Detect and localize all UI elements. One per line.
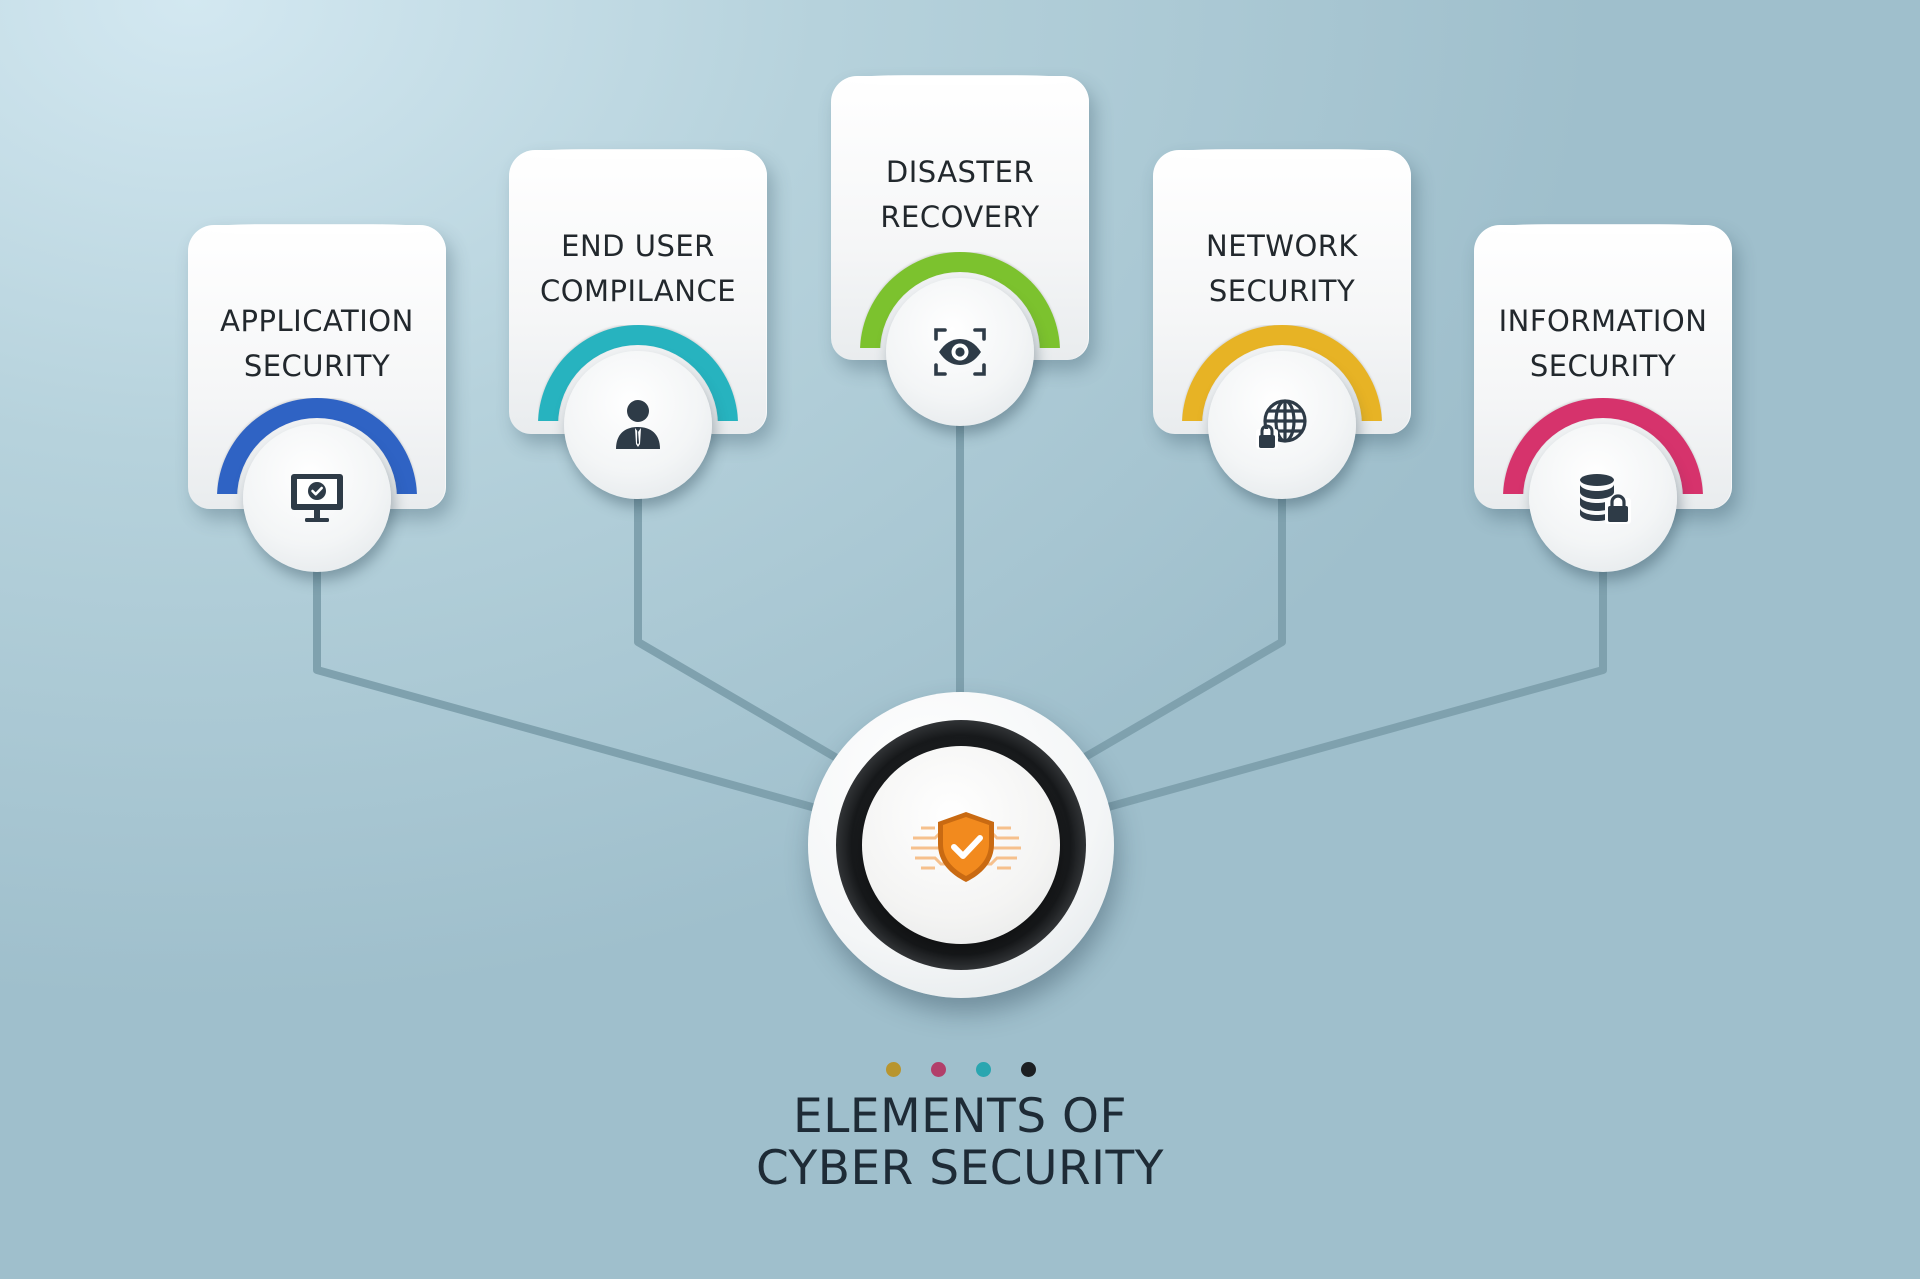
shield-body <box>943 817 989 876</box>
monitor-check-icon <box>291 474 343 522</box>
diagram-title-line-2: CYBER SECURITY <box>756 1141 1164 1196</box>
dot-teal <box>976 1062 991 1077</box>
dot-gold <box>886 1062 901 1077</box>
element-node-network-security <box>1182 325 1382 525</box>
globe-lock-icon <box>1256 399 1307 449</box>
label-line-2: SECURITY <box>243 349 391 383</box>
element-node-information-security <box>1503 398 1703 598</box>
element-label-disaster-recovery: DISASTER RECOVERY <box>831 150 1089 240</box>
label-line-1: END USER <box>561 229 715 263</box>
icon-circle <box>886 278 1034 426</box>
label-line-2: COMPILANCE <box>539 274 737 308</box>
element-node-application-security <box>217 398 417 598</box>
connector-group <box>313 418 1607 816</box>
connector-end-user-compilance <box>634 492 843 764</box>
icon-circle <box>1208 351 1356 499</box>
icon-circle <box>564 351 712 499</box>
element-label-application-security: APPLICATION SECURITY <box>188 299 446 389</box>
label-line-1: DISASTER <box>885 155 1035 189</box>
label-line-1: NETWORK <box>1206 229 1358 263</box>
database-lock-icon <box>1580 474 1631 524</box>
diagram-title-line-1: ELEMENTS OF <box>793 1089 1127 1144</box>
dot-magenta <box>931 1062 946 1077</box>
element-card-application-security: APPLICATION SECURITY <box>188 224 446 509</box>
hub-inner-circle <box>862 746 1060 944</box>
shield-check-icon <box>911 812 1021 882</box>
connector-application-security <box>313 565 832 816</box>
connector-network-security <box>1077 492 1286 764</box>
label-line-1: APPLICATION <box>220 304 414 338</box>
decorative-dots <box>886 1062 1036 1078</box>
user-icon <box>616 400 660 449</box>
eye-scan-icon <box>934 328 986 376</box>
element-node-disaster-recovery <box>860 252 1060 452</box>
central-hub <box>808 692 1114 998</box>
icon-circle <box>243 424 391 572</box>
icon-circle <box>1529 424 1677 572</box>
element-label-information-security: INFORMATION SECURITY <box>1474 299 1732 389</box>
connector-information-security <box>1088 565 1607 816</box>
label-line-2: SECURITY <box>1529 349 1677 383</box>
element-label-end-user-compilance: END USER COMPILANCE <box>509 224 767 314</box>
label-line-2: SECURITY <box>1208 274 1356 308</box>
label-line-2: RECOVERY <box>880 200 1040 234</box>
label-line-1: INFORMATION <box>1498 304 1708 338</box>
element-label-network-security: NETWORK SECURITY <box>1153 224 1411 314</box>
dot-black <box>1021 1062 1036 1077</box>
element-node-end-user-compilance <box>538 325 738 525</box>
